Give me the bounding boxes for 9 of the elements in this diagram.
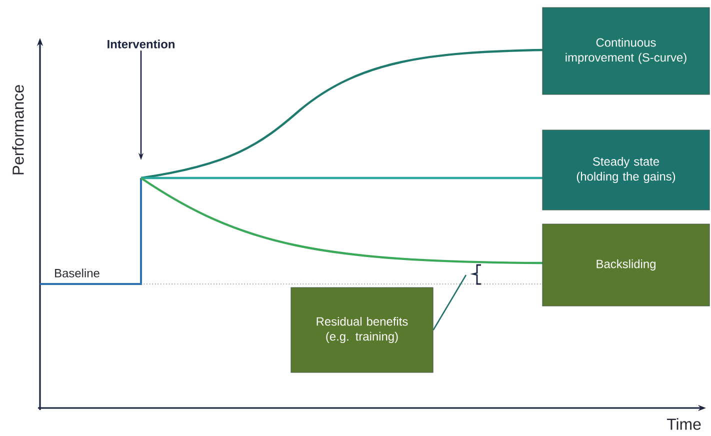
process-box: Backsliding (542, 224, 710, 306)
process-box: Steady state (holding the gains) (542, 130, 710, 210)
process-box: Continuous improvement (S-curve) (542, 7, 710, 95)
process-box: Residual benefits (e.g. training) (290, 287, 434, 373)
annotation-text: Intervention (108, 40, 174, 48)
axis-title: Time (666, 418, 701, 430)
leader-line (432, 274, 467, 330)
axis-title: Performance (12, 85, 24, 174)
line-label: Baseline (55, 268, 100, 278)
